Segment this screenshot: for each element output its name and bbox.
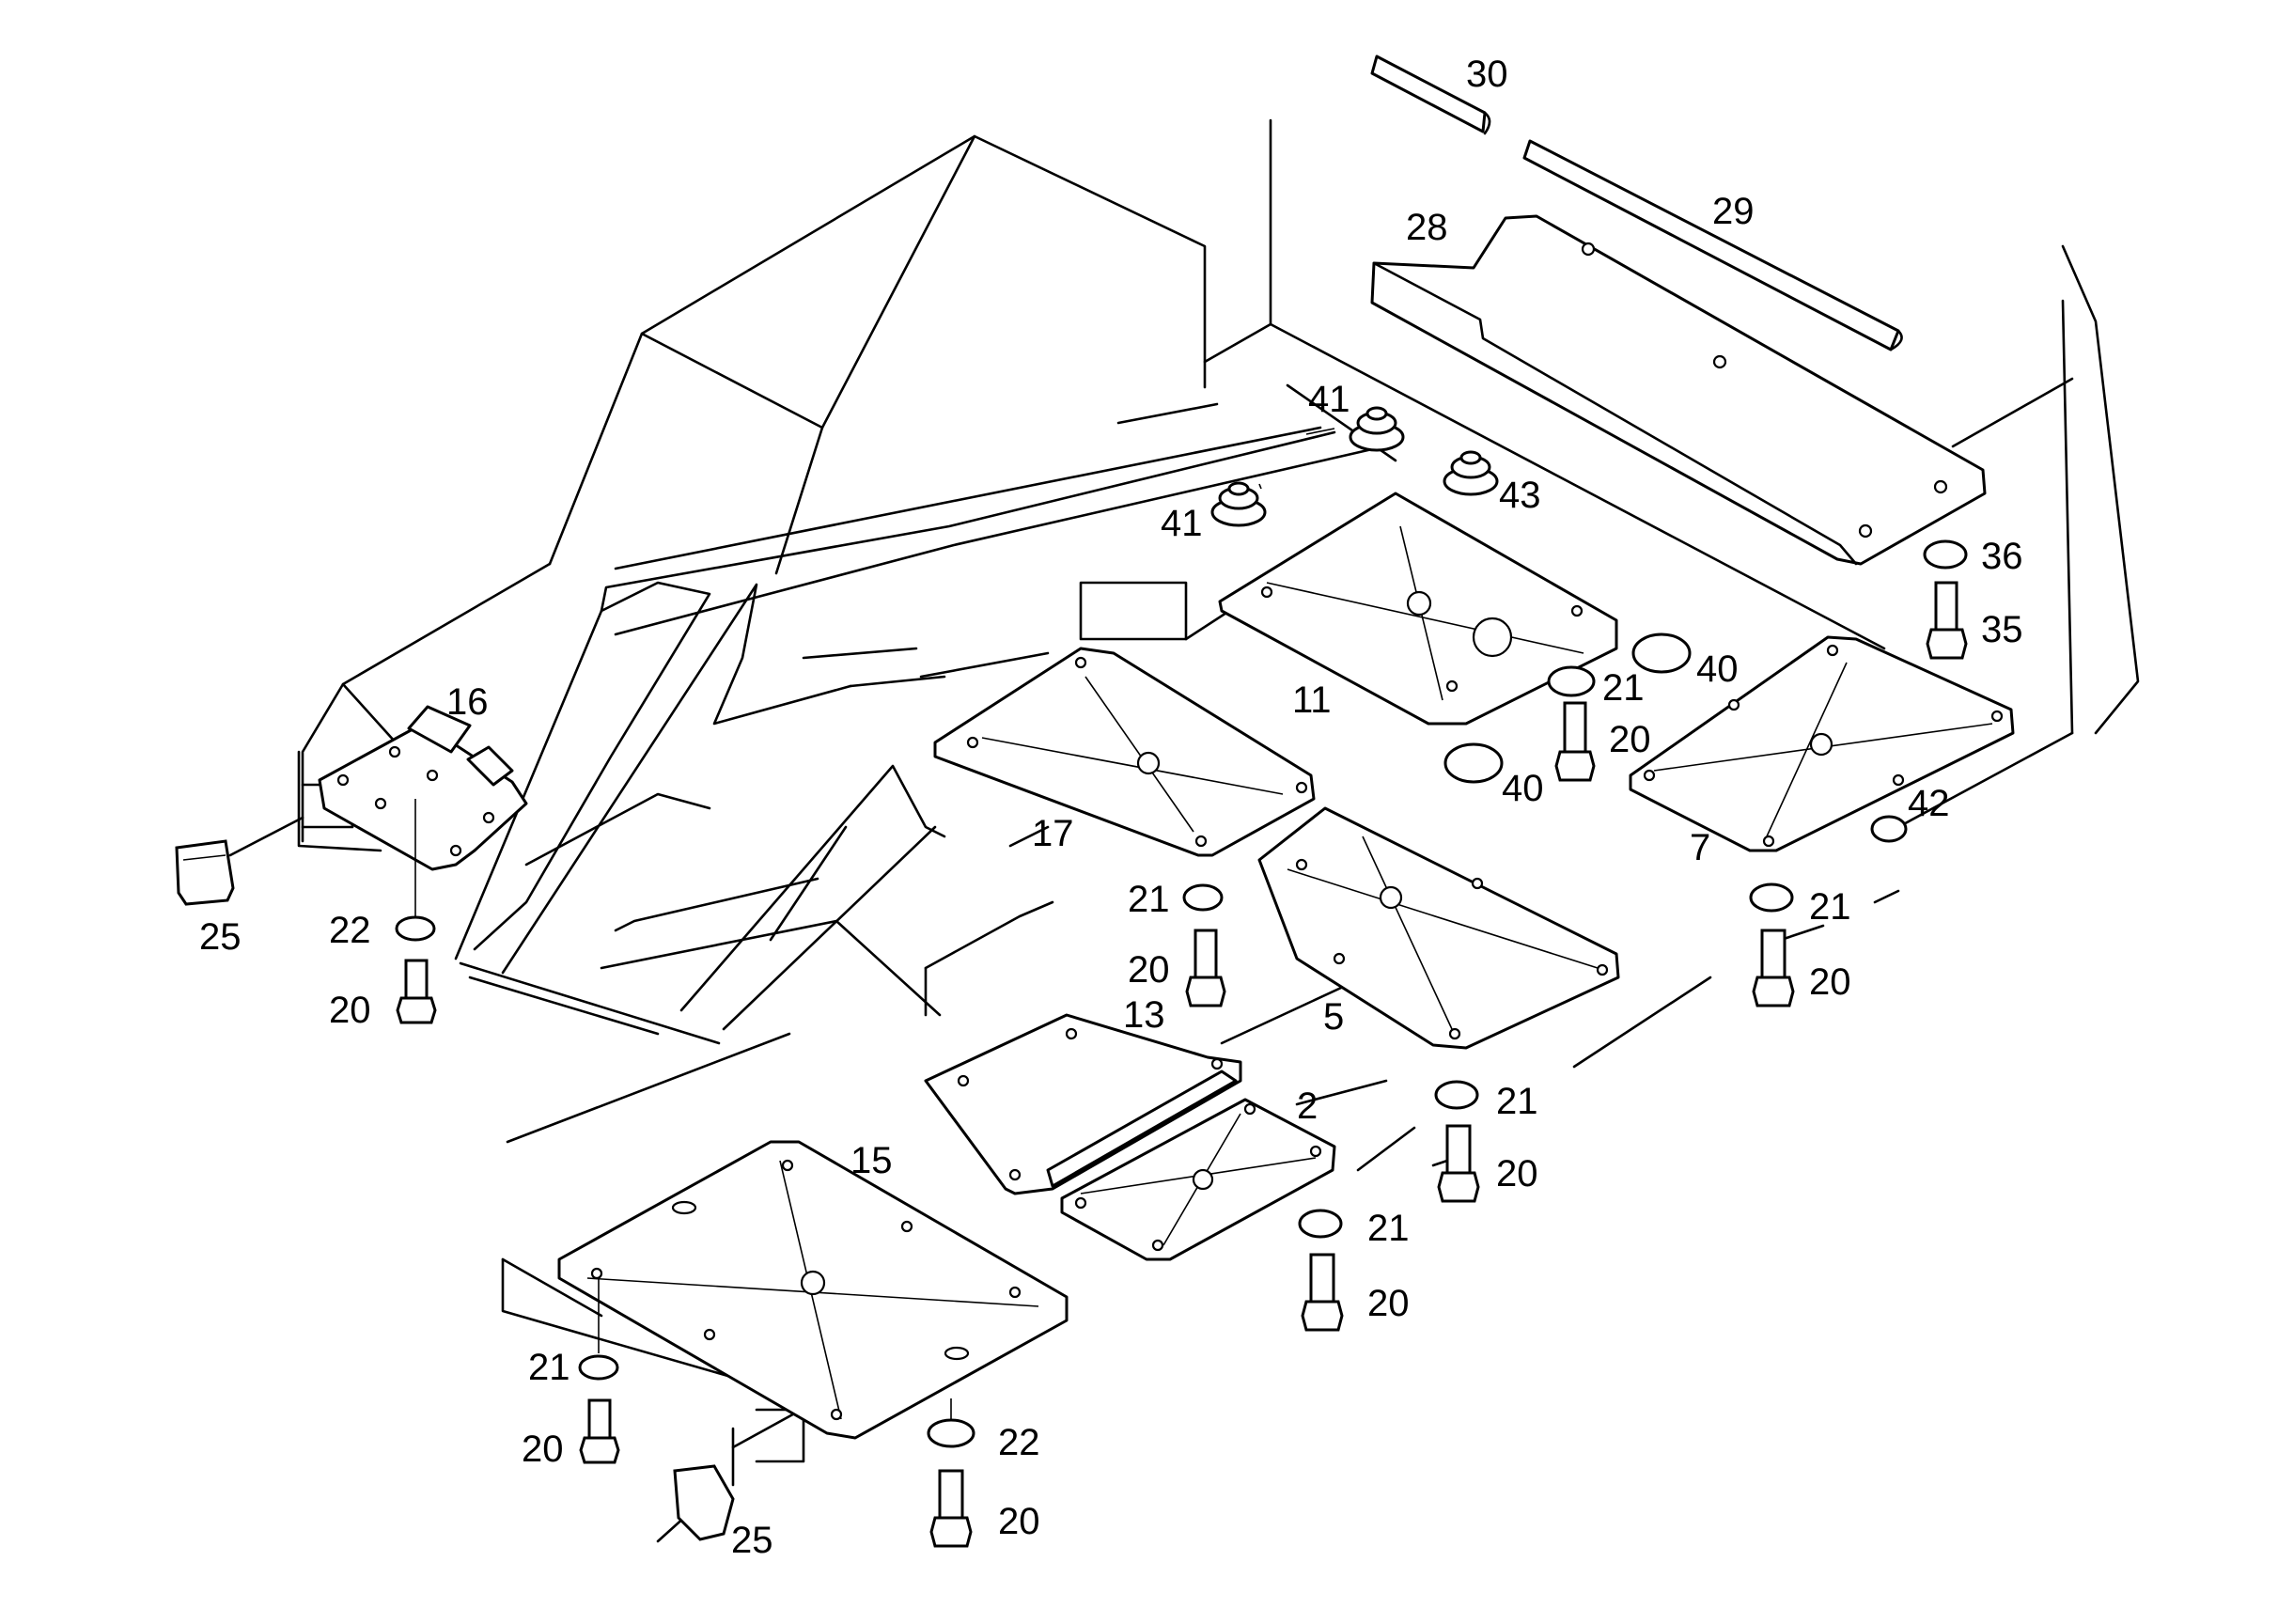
callout-20: 20	[1609, 719, 1651, 760]
callout-20: 20	[998, 1501, 1040, 1542]
part-2-plate	[1060, 1098, 1336, 1261]
part-15-plate	[557, 1140, 1069, 1440]
callout-21: 21	[1602, 667, 1645, 709]
callout-20: 20	[1809, 961, 1851, 1003]
part-41-grommet	[1210, 481, 1267, 527]
hardware	[175, 406, 1968, 1548]
callout-42: 42	[1908, 783, 1950, 824]
callout-15: 15	[850, 1140, 893, 1181]
part-20-bolt	[1752, 929, 1795, 1007]
part-20-bolt	[1554, 701, 1596, 782]
part-36-washer	[1923, 539, 1968, 570]
part-43-grommet	[1443, 450, 1499, 496]
part-30-channel	[1370, 55, 1491, 135]
part-25-cap	[175, 839, 235, 906]
callout-43: 43	[1499, 475, 1541, 516]
part-21-washer	[1749, 882, 1794, 913]
part-29-rail	[1522, 139, 1903, 351]
part-20-bolt	[1185, 929, 1226, 1007]
callout-5: 5	[1323, 996, 1344, 1038]
callout-21: 21	[528, 1347, 570, 1388]
callout-20: 20	[1367, 1283, 1410, 1324]
part-17-plate	[933, 647, 1316, 857]
callout-20: 20	[1128, 949, 1170, 991]
part-20-bolt	[396, 959, 437, 1024]
part-13-plate	[924, 1013, 1242, 1195]
part-35-bolt	[1926, 581, 1968, 660]
part-28-cover	[1370, 214, 1987, 566]
callout-13: 13	[1123, 994, 1165, 1036]
callout-11: 11	[1292, 679, 1332, 721]
part-40-plug	[1443, 742, 1504, 784]
callout-41: 41	[1308, 379, 1350, 420]
callout-7: 7	[1690, 827, 1710, 868]
machine-frame	[228, 118, 2140, 1543]
callout-30: 30	[1466, 54, 1508, 95]
callout-20: 20	[329, 990, 371, 1031]
part-7-plate	[1629, 635, 2015, 852]
part-5-plate	[1257, 806, 1620, 1050]
part-20-bolt	[1301, 1253, 1344, 1332]
callout-25: 25	[731, 1520, 773, 1561]
part-22-washer	[927, 1418, 975, 1448]
callout-40: 40	[1502, 768, 1544, 809]
callout-22: 22	[998, 1422, 1040, 1463]
part-40-plug	[1631, 632, 1692, 674]
callout-36: 36	[1981, 536, 2023, 577]
leader-lines	[1258, 428, 1335, 490]
callout-20: 20	[1496, 1153, 1538, 1195]
callout-41: 41	[1161, 503, 1203, 544]
part-25-cap	[673, 1464, 735, 1541]
callout-labels: 30 29 28 41 41 43 36 35 11 21 40 20 40 1…	[199, 54, 2023, 1561]
callout-20: 20	[522, 1429, 564, 1470]
callout-22: 22	[329, 910, 371, 951]
callout-21: 21	[1496, 1081, 1538, 1122]
callout-2: 2	[1297, 1085, 1318, 1127]
callout-16: 16	[446, 681, 489, 723]
part-42-plug	[1870, 815, 1908, 843]
callout-29: 29	[1712, 191, 1755, 232]
part-20-bolt	[929, 1469, 973, 1548]
callout-17: 17	[1032, 813, 1074, 854]
part-21-washer	[578, 1354, 619, 1381]
callout-21: 21	[1367, 1208, 1410, 1249]
part-20-bolt	[579, 1398, 620, 1464]
part-21-washer	[1434, 1080, 1479, 1110]
part-41-grommet	[1349, 406, 1405, 452]
part-21-washer	[1547, 665, 1596, 697]
part-22-washer	[395, 915, 436, 942]
callout-35: 35	[1981, 609, 2023, 650]
callout-25: 25	[199, 916, 242, 958]
part-21-washer	[1182, 883, 1224, 912]
part-16-step	[318, 705, 528, 871]
callout-40: 40	[1696, 648, 1739, 690]
callout-28: 28	[1406, 207, 1448, 248]
callout-21: 21	[1809, 886, 1851, 928]
part-20-bolt	[1437, 1124, 1480, 1203]
part-21-washer	[1298, 1209, 1343, 1239]
callout-21: 21	[1128, 879, 1170, 920]
part-11-plate	[1218, 492, 1618, 726]
